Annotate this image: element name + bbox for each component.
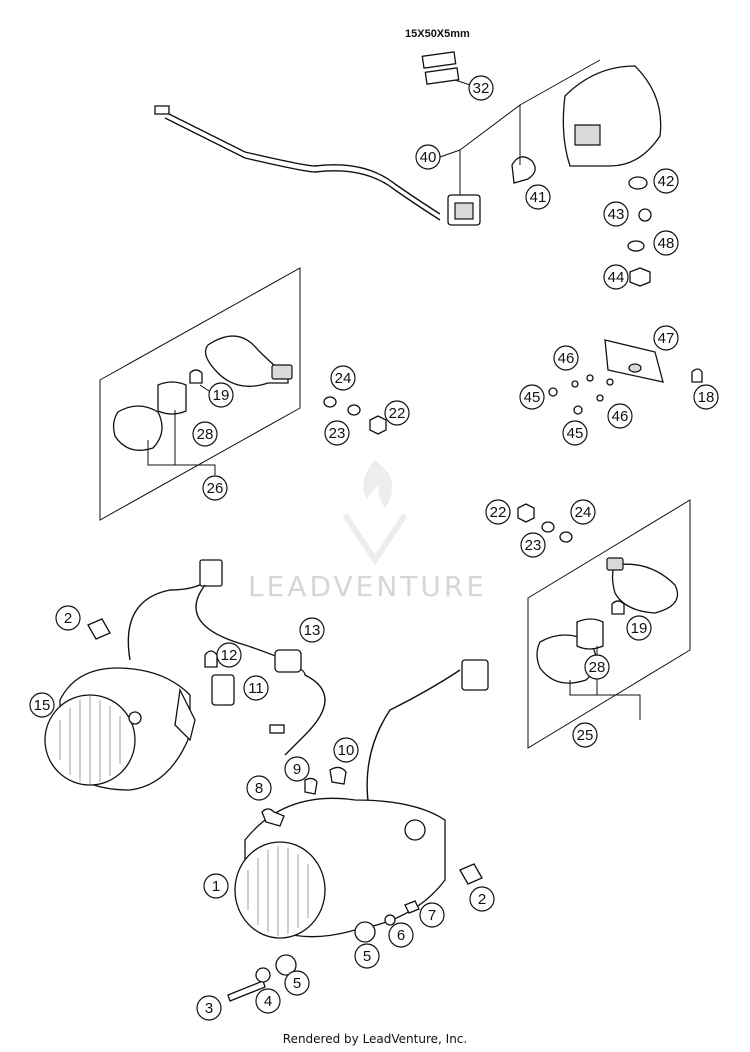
callout-label: 11: [248, 680, 264, 697]
watermark-logo: [342, 460, 408, 566]
callout-label: 5: [363, 948, 371, 965]
callout-label: 19: [631, 620, 648, 637]
callout-23: 23: [324, 420, 350, 446]
callout-label: 25: [577, 727, 594, 744]
callout-label: 46: [612, 408, 629, 425]
watermark-text: LEADVENTURE: [248, 570, 488, 603]
callout-7: 7: [419, 902, 445, 928]
callout-label: 3: [205, 1000, 213, 1017]
callout-label: 22: [389, 405, 406, 422]
callout-13: 13: [299, 617, 325, 643]
turn-signal-rear-left: [99, 267, 301, 521]
callout-45: 45: [562, 420, 588, 446]
callout-26: 26: [202, 475, 228, 501]
callout-label: 45: [567, 425, 584, 442]
callout-label: 2: [64, 610, 72, 627]
callout-24: 24: [570, 499, 596, 525]
callout-label: 44: [608, 269, 625, 286]
callout-28: 28: [192, 421, 218, 447]
callout-label: 5: [293, 975, 301, 992]
callout-19: 19: [208, 382, 234, 408]
callout-label: 6: [397, 927, 405, 944]
callout-label: 7: [428, 907, 436, 924]
callout-43: 43: [603, 201, 629, 227]
callout-label: 19: [213, 387, 230, 404]
callout-32: 32: [468, 75, 494, 101]
callout-22: 22: [384, 400, 410, 426]
headlight-fog-15: [44, 667, 196, 791]
callout-12: 12: [216, 642, 242, 668]
callout-label: 1: [212, 878, 220, 895]
callout-47: 47: [653, 325, 679, 351]
turn-signal-rear-right: [517, 499, 691, 749]
callout-label: 8: [255, 780, 263, 797]
callout-22: 22: [485, 499, 511, 525]
callout-44: 44: [603, 264, 629, 290]
callout-label: 48: [658, 235, 675, 252]
callout-label: 26: [207, 480, 224, 497]
callout-8: 8: [246, 775, 272, 801]
callout-24: 24: [330, 365, 356, 391]
dimension-label: 15X50X5mm: [405, 28, 470, 40]
callout-2: 2: [55, 605, 81, 631]
callout-label: 42: [658, 173, 675, 190]
headlight-harness: [87, 559, 326, 756]
callout-label: 15: [34, 697, 51, 714]
callout-15: 15: [29, 692, 55, 718]
callout-10: 10: [333, 737, 359, 763]
callout-45: 45: [519, 384, 545, 410]
callout-42: 42: [653, 168, 679, 194]
callout-label: 28: [589, 659, 606, 676]
callout-18: 18: [693, 384, 719, 410]
callout-label: 18: [698, 389, 715, 406]
callout-46: 46: [553, 345, 579, 371]
callout-label: 2: [478, 891, 486, 908]
callout-48: 48: [653, 230, 679, 256]
callout-3: 3: [196, 995, 222, 1021]
headlight-main-1: [227, 659, 489, 1002]
callout-25: 25: [572, 722, 598, 748]
hardware-left: [323, 396, 387, 435]
callout-label: 24: [575, 504, 592, 521]
callout-label: 45: [524, 389, 541, 406]
callout-11: 11: [243, 675, 269, 701]
plate-light-assembly: [548, 339, 703, 415]
callout-label: 41: [530, 189, 547, 206]
callout-label: 10: [338, 742, 355, 759]
callout-1: 1: [203, 873, 229, 899]
callout-5: 5: [284, 970, 310, 996]
callout-46: 46: [607, 403, 633, 429]
callout-23: 23: [520, 532, 546, 558]
callout-label: 43: [608, 206, 625, 223]
callout-label: 46: [558, 350, 575, 367]
callout-label: 9: [293, 761, 301, 778]
callout-label: 47: [658, 330, 675, 347]
callout-40: 40: [415, 144, 441, 170]
callout-9: 9: [284, 756, 310, 782]
callout-label: 40: [420, 149, 437, 166]
callout-label: 32: [473, 80, 490, 97]
callout-4: 4: [255, 988, 281, 1014]
footer-credit: Rendered by LeadVenture, Inc.: [282, 1032, 468, 1046]
tail-harness-assembly: [154, 51, 662, 287]
callout-28: 28: [584, 654, 610, 680]
callout-label: 4: [264, 993, 272, 1010]
callout-label: 12: [221, 647, 238, 664]
callout-19: 19: [626, 615, 652, 641]
callout-label: 22: [490, 504, 507, 521]
callout-2: 2: [469, 886, 495, 912]
callout-label: 23: [525, 537, 542, 554]
callout-41: 41: [525, 184, 551, 210]
callout-label: 13: [304, 622, 321, 639]
callout-label: 24: [335, 370, 352, 387]
callout-5: 5: [354, 943, 380, 969]
callout-6: 6: [388, 922, 414, 948]
callout-label: 28: [197, 426, 214, 443]
callout-label: 23: [329, 425, 346, 442]
